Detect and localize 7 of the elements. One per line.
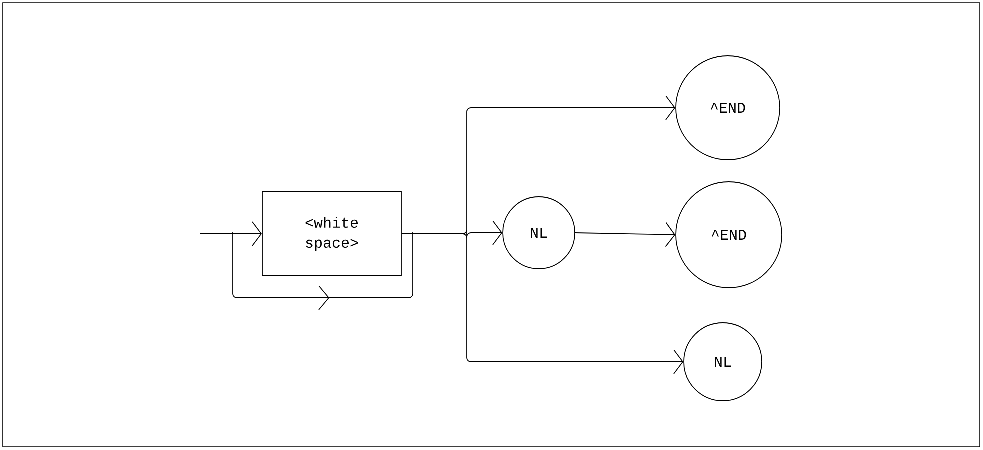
circle-node: NL [684, 322, 762, 402]
circle-node: ^END [676, 56, 780, 160]
process-box: <white space> [262, 192, 402, 276]
arrow [200, 222, 262, 246]
arrow [575, 222, 676, 248]
circle-node: NL [502, 196, 576, 270]
circle-node: ^END [676, 182, 782, 288]
